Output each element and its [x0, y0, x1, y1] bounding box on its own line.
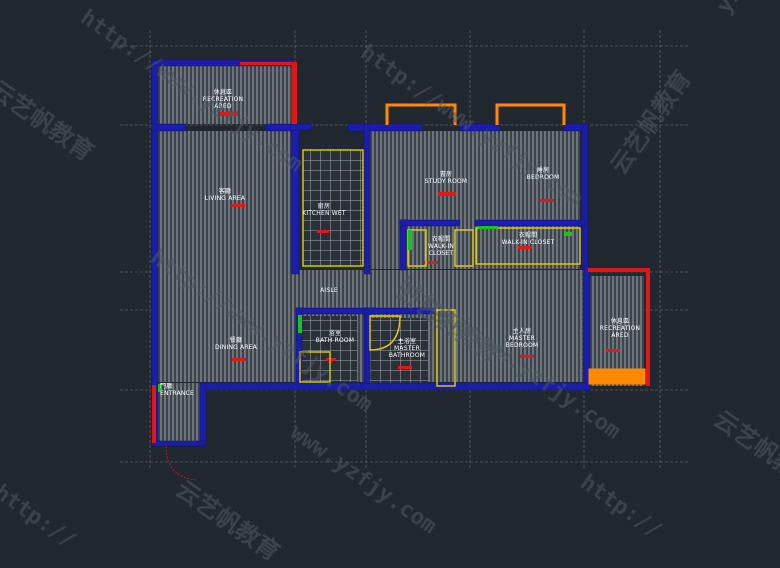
green-accents: [158, 226, 572, 392]
room-label-master-bedroom: 主人房 MASTER BEDROOM: [505, 328, 539, 349]
room-label-recreation-top: 休息區 RECREATION ARED: [202, 89, 244, 110]
room-label-recreation-right: 休息區 RECREATION ARED: [599, 318, 641, 339]
floor-plan-canvas: [120, 30, 690, 481]
orange-windows: [385, 103, 646, 385]
kitchen-tiles: [303, 150, 363, 266]
entrance-door: [165, 445, 199, 481]
floor-hatch: [158, 66, 644, 443]
red-accents: [152, 62, 650, 443]
room-label-kitchen: 廚房 KITCHEN WET: [302, 203, 346, 217]
room-label-aisle: AISLE: [320, 287, 338, 294]
room-label-walkin-left: 衣帽間 WALK-IN CLOSET: [427, 236, 455, 257]
yellow-fixtures: [299, 149, 581, 387]
room-label-master-bath: 主浴室 MASTER BATHROOM: [388, 338, 426, 359]
room-label-study: 書房 STUDY ROOM: [424, 171, 468, 185]
room-label-bedroom: 睡房 BEDROOM: [526, 167, 560, 181]
room-label-living: 客廳 LIVING AREA: [204, 188, 246, 202]
room-label-entrance: 門廳 ENTRANCE: [160, 383, 195, 397]
room-label-dining: 餐廳 DINING AREA: [214, 337, 258, 351]
walls: [151, 59, 591, 447]
room-label-bath: 浴室 BATH ROOM: [315, 330, 355, 344]
room-label-walkin-right: 衣帽間 WALK-IN CLOSET: [501, 232, 555, 246]
